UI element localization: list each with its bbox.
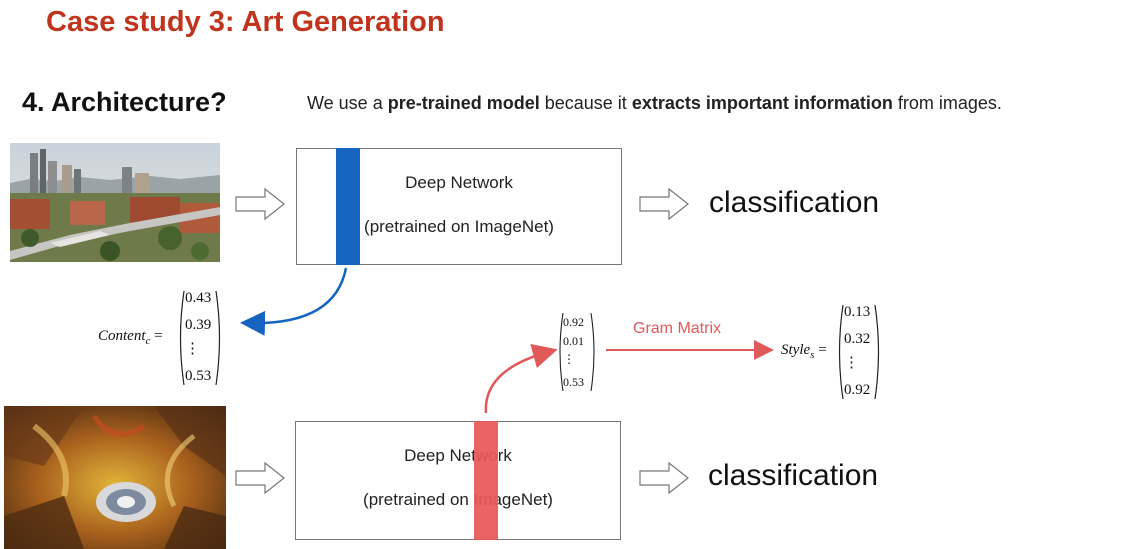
equals-sign: = bbox=[150, 328, 163, 344]
style-label-text: Style bbox=[781, 342, 811, 358]
style-vector: 0.13 0.32 ⋮ 0.92 bbox=[836, 303, 882, 401]
content-vector: 0.43 0.39 ⋮ 0.53 bbox=[177, 289, 223, 387]
subtitle-bold-2: extracts important information bbox=[631, 93, 893, 113]
slide-title: Case study 3: Art Generation bbox=[46, 6, 445, 38]
classification-output-top: classification bbox=[709, 186, 880, 219]
vector-cell: 0.53 bbox=[185, 368, 212, 384]
style-subscript: s bbox=[810, 349, 815, 361]
content-label: Contentc = bbox=[98, 328, 163, 347]
style-label: Styles = bbox=[781, 342, 827, 361]
equals-sign: = bbox=[814, 342, 827, 358]
activation-vector: 0.92 0.01 ⋮ 0.53 bbox=[557, 311, 597, 393]
gram-matrix-label: Gram Matrix bbox=[633, 320, 721, 337]
vector-cell: 0.92 bbox=[563, 315, 584, 329]
vector-cell: ⋮ bbox=[185, 341, 200, 357]
subtitle-bold-1: pre-trained model bbox=[387, 93, 540, 113]
subtitle-text-1: We use a bbox=[307, 93, 388, 113]
vector-cell: ⋮ bbox=[563, 352, 575, 366]
subtitle: We use a pre-trained model because it ex… bbox=[307, 93, 1002, 114]
content-layer-bar bbox=[336, 148, 360, 265]
classification-output-bottom: classification bbox=[708, 459, 879, 492]
section-heading: 4. Architecture? bbox=[22, 87, 227, 117]
vector-cell: 0.32 bbox=[844, 331, 871, 347]
hollow-arrow-icon bbox=[639, 461, 689, 495]
hollow-arrow-icon bbox=[235, 461, 285, 495]
hollow-arrow-icon bbox=[639, 187, 689, 221]
style-image bbox=[4, 406, 226, 549]
network-label: Deep Network bbox=[405, 173, 513, 192]
deep-network-bottom: Deep Network (pretrained on ImageNet) bbox=[295, 421, 621, 540]
vector-cell: 0.39 bbox=[185, 317, 212, 333]
style-layer-bar bbox=[474, 421, 498, 540]
vector-cell: 0.13 bbox=[844, 304, 871, 320]
vector-cell: 0.43 bbox=[185, 290, 212, 306]
subtitle-text-2: because it bbox=[539, 93, 632, 113]
content-label-text: Content bbox=[98, 328, 146, 344]
hollow-arrow-icon bbox=[235, 187, 285, 221]
vector-cell: 0.53 bbox=[563, 375, 584, 389]
network-sublabel: (pretrained on ImageNet) bbox=[363, 490, 553, 509]
network-sublabel: (pretrained on ImageNet) bbox=[364, 217, 554, 236]
vector-cell: 0.01 bbox=[563, 334, 584, 348]
content-arrow bbox=[240, 267, 348, 336]
vector-cell: 0.92 bbox=[844, 382, 871, 398]
subtitle-text-3: from images. bbox=[892, 93, 1002, 113]
content-image bbox=[10, 143, 220, 262]
activation-arrow bbox=[484, 343, 558, 414]
vector-cell: ⋮ bbox=[844, 355, 859, 371]
content-subscript: c bbox=[145, 335, 151, 347]
